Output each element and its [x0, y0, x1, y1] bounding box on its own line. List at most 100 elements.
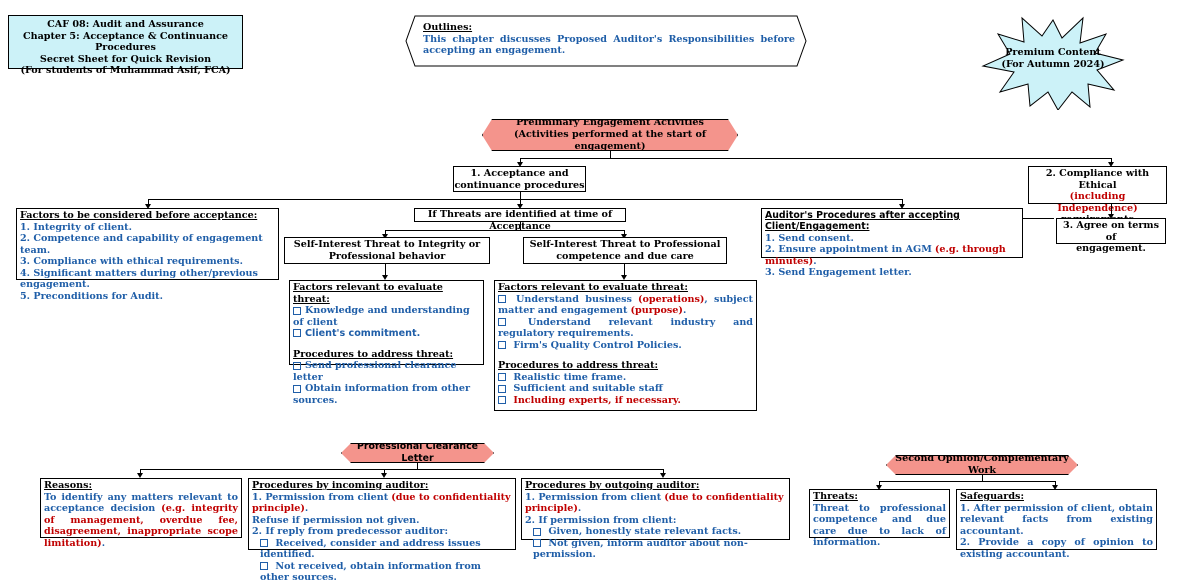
factor-item: 3. Compliance with ethical requirements. [20, 256, 243, 267]
acceptance-node: 1. Acceptance and continuance procedures [453, 166, 586, 192]
arrow-head [517, 162, 523, 167]
premium-line-1: Premium Content [1005, 47, 1101, 58]
safeguards-box: Safeguards: 1. After permission of clien… [956, 489, 1157, 560]
reasons-heading: Reasons: [44, 480, 93, 491]
integrity-details-box: Factors relevant to evaluate threat: Kno… [289, 280, 484, 406]
incoming-auditor-box: Procedures by incoming auditor: 1. Permi… [248, 478, 516, 583]
checkbox-icon [498, 396, 506, 404]
connector [384, 469, 385, 474]
competence-procedure-item: Realistic time frame. [498, 372, 753, 384]
acceptance-line-2: continuance procedures [454, 179, 585, 191]
arrow-head [621, 275, 627, 280]
auditor-procedure-item: 1. Send consent. [765, 232, 854, 244]
safeguard-item: 2. Provide a copy of opinion to existing… [960, 537, 1153, 560]
outlines-shape [405, 15, 807, 67]
competence-factors-heading: Factors relevant to evaluate threat: [498, 282, 688, 293]
threat-integrity-node: Self-Interest Threat to Integrity or Pro… [284, 237, 490, 264]
premium-text: Premium Content (For Autumn 2024) [995, 47, 1111, 71]
agree-terms-line-1: 3. Agree on terms of [1063, 220, 1159, 243]
arrow-head [382, 275, 388, 280]
factors-acceptance-heading: Factors to be considered before acceptan… [20, 210, 258, 221]
connector [520, 222, 521, 231]
competence-procedure-item: Including experts, if necessary. [498, 395, 753, 407]
connector [140, 469, 664, 470]
agree-terms-node: 3. Agree on terms of engagement. [1056, 218, 1166, 254]
auditor-procedures-heading: Auditor's Procedures after accepting Cli… [765, 210, 960, 233]
arrow-head [621, 234, 627, 239]
ethics-node: 2. Compliance with Ethical (including In… [1028, 166, 1167, 225]
preliminary-line-1: Preliminary Engagement Activities [516, 117, 704, 129]
arrow-head [899, 204, 905, 209]
competence-factor-item: Understand business (operations), subjec… [498, 293, 753, 316]
incoming-item: 1. Permission from client (due to confid… [252, 491, 511, 515]
connector [982, 475, 983, 482]
auditor-procedure-item: 2. Ensure appointment in AGM (e.g. throu… [765, 244, 1006, 267]
threat-competence-line-1: Self-Interest Threat to Professional [529, 239, 721, 250]
factor-item: 4. Significant matters during other/prev… [20, 267, 258, 291]
outgoing-item: Given, honestly state relevant facts. [525, 526, 786, 538]
reasons-box: Reasons: To identify any matters relevan… [40, 478, 242, 549]
connector [879, 481, 880, 486]
threats-heading: Threats: [813, 491, 858, 502]
connector [520, 199, 521, 205]
title-line-2: Chapter 5: Acceptance & Continuance Proc… [22, 30, 229, 54]
arrow-head [1108, 214, 1114, 219]
second-opinion-node: Second Opinion/Complementary Work [886, 455, 1078, 475]
auditor-procedure-item: 3. Send Engagement letter. [765, 267, 912, 279]
acceptance-line-1: 1. Acceptance and [470, 168, 569, 179]
checkbox-icon [498, 384, 506, 393]
checkbox-icon [533, 527, 541, 536]
integrity-factor-item: Client's commitment. [293, 328, 480, 340]
reasons-text: To identify any matters relevant to acce… [44, 491, 238, 549]
second-opinion-label: Second Opinion/Complementary Work [895, 453, 1069, 476]
connector [520, 158, 1112, 159]
connector [520, 192, 521, 200]
ethics-line-1: 2. Compliance with Ethical [1045, 168, 1150, 191]
incoming-item: Refuse if permission not given. [252, 514, 420, 526]
title-box: CAF 08: Audit and Assurance Chapter 5: A… [8, 15, 243, 76]
integrity-procedures-heading: Procedures to address threat: [293, 348, 454, 360]
competence-procedure-item: Sufficient and suitable staff [498, 383, 753, 395]
outlines-text: This chapter discusses Proposed Auditor'… [423, 33, 795, 57]
threat-integrity-line-1: Self-Interest Threat to Integrity or [293, 239, 481, 250]
factor-item: 2. Competence and capability of engageme… [20, 233, 263, 256]
outlines-box: Outlines: This chapter discusses Propose… [423, 22, 795, 57]
clearance-label: Professional Clearance Letter [357, 441, 478, 464]
connector [385, 230, 386, 235]
threats-text: Threat to professional competence and du… [813, 502, 946, 549]
arrow-head [1052, 485, 1058, 490]
title-line-3: Secret Sheet for Quick Revision [39, 53, 212, 65]
outgoing-item: 1. Permission from client (due to confid… [525, 491, 784, 515]
safeguards-heading: Safeguards: [960, 491, 1024, 502]
checkbox-icon [293, 306, 301, 315]
checkbox-icon [498, 373, 506, 381]
agree-terms-line-2: engagement. [1076, 243, 1146, 254]
factors-acceptance-box: Factors to be considered before acceptan… [16, 208, 279, 302]
incoming-item: Received, consider and address issues id… [260, 537, 481, 560]
integrity-factors-heading: Factors relevant to evaluate threat: [293, 282, 443, 305]
factor-item: 5. Preconditions for Audit. [20, 290, 163, 302]
connector [1055, 481, 1056, 486]
connector [1022, 218, 1054, 219]
arrow-head [145, 204, 151, 209]
factor-item: 1. Integrity of client. [20, 221, 132, 233]
threat-integrity-line-2: Professional behavior [328, 250, 446, 262]
checkbox-icon [498, 318, 506, 326]
arrow-head [137, 473, 143, 478]
incoming-heading: Procedures by incoming auditor: [252, 480, 429, 491]
incoming-item: Not received, obtain information from ot… [260, 560, 481, 583]
title-line-1: CAF 08: Audit and Assurance [47, 19, 204, 30]
checkbox-icon [293, 361, 301, 370]
connector [140, 469, 141, 474]
competence-details-box: Factors relevant to evaluate threat: Und… [494, 280, 757, 411]
preliminary-activities-node: Preliminary Engagement Activities (Activ… [482, 119, 738, 151]
connector [879, 481, 1056, 482]
connector [624, 264, 625, 276]
competence-factor-item: Understand relevant industry and regulat… [498, 316, 753, 339]
checkbox-icon [260, 562, 268, 570]
checkbox-icon [533, 539, 541, 547]
integrity-factor-item: Knowledge and understanding of client [293, 305, 470, 328]
arrow-head [660, 473, 666, 478]
connector [610, 151, 611, 159]
second-opinion-threats-box: Threats: Threat to professional competen… [809, 489, 950, 548]
